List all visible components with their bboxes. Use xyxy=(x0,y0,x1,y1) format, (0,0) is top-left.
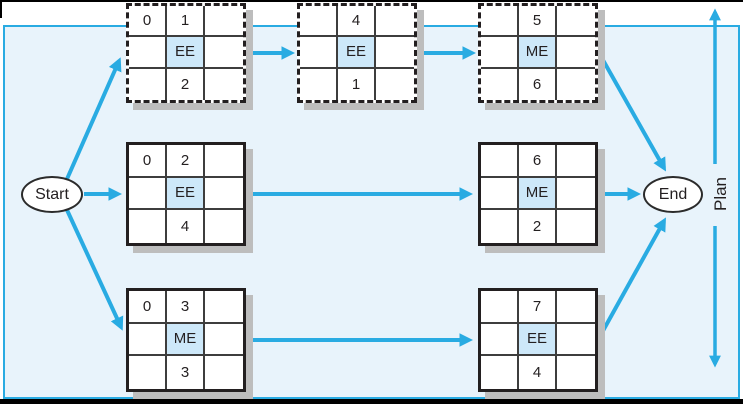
cell-empty xyxy=(300,68,338,100)
activity-box-plan-a2: 4 EE 1 xyxy=(297,3,417,103)
arrow-start-to-plan-a1 xyxy=(65,57,122,180)
cell-empty xyxy=(205,145,243,178)
cell-bottom-mid: 2 xyxy=(519,210,557,243)
cell-empty xyxy=(557,177,595,211)
activity-box-plan-a1: 0 1 EE 2 xyxy=(126,3,246,103)
cell-empty xyxy=(481,37,519,69)
cell-empty xyxy=(481,177,519,211)
cell-top-mid: 7 xyxy=(519,291,557,324)
cell-top-mid: 4 xyxy=(338,6,376,38)
cell-bottom-mid: 3 xyxy=(167,356,205,389)
cell-empty xyxy=(205,323,243,357)
cell-empty xyxy=(205,68,243,100)
cell-bottom-mid: 4 xyxy=(519,356,557,389)
cell-center-label: EE xyxy=(167,37,205,69)
cell-top-left xyxy=(481,6,519,38)
cell-empty xyxy=(557,68,595,100)
cell-empty xyxy=(557,323,595,357)
cell-empty xyxy=(557,210,595,243)
page-bottom-rule xyxy=(0,399,743,404)
cell-empty xyxy=(129,323,167,357)
activity-box-plan-a3: 5 ME 6 xyxy=(478,3,598,103)
cell-center-label: ME xyxy=(519,177,557,211)
cell-empty xyxy=(205,6,243,38)
cell-empty xyxy=(376,68,414,100)
cell-center-label: EE xyxy=(338,37,376,69)
cell-top-mid: 1 xyxy=(167,6,205,38)
cell-empty xyxy=(205,177,243,211)
cell-top-mid: 3 xyxy=(167,291,205,324)
cell-empty xyxy=(300,37,338,69)
cell-center-label: ME xyxy=(519,37,557,69)
cell-empty xyxy=(205,356,243,389)
cell-empty xyxy=(376,6,414,38)
cell-empty xyxy=(129,68,167,100)
cell-bottom-mid: 2 xyxy=(167,68,205,100)
cell-center-label: ME xyxy=(167,323,205,357)
arrow-start-to-path-c1 xyxy=(65,209,124,331)
cell-top-mid: 2 xyxy=(167,145,205,178)
cell-empty xyxy=(129,356,167,389)
cell-empty xyxy=(376,37,414,69)
activity-box-path-c2: 7 EE 4 xyxy=(478,288,598,392)
cell-empty xyxy=(205,37,243,69)
cell-top-left xyxy=(481,291,519,324)
cell-top-left xyxy=(481,145,519,178)
page-top-rule xyxy=(0,0,743,2)
cell-top-mid: 5 xyxy=(519,6,557,38)
cell-top-mid: 6 xyxy=(519,145,557,178)
cell-center-label: EE xyxy=(167,177,205,211)
cell-empty xyxy=(205,291,243,324)
cell-empty xyxy=(557,37,595,69)
activity-box-path-c1: 0 3 ME 3 xyxy=(126,288,246,392)
plan-span-label: Plan xyxy=(711,176,730,212)
activity-box-path-b2: 6 ME 2 xyxy=(478,142,598,246)
start-node: Start xyxy=(21,176,83,213)
cell-bottom-mid: 1 xyxy=(338,68,376,100)
cell-top-left: 0 xyxy=(129,6,167,38)
cell-bottom-mid: 4 xyxy=(167,210,205,243)
cell-empty xyxy=(481,210,519,243)
arrow-path-c2-to-end xyxy=(597,217,666,339)
cell-center-label: EE xyxy=(519,323,557,357)
cell-empty xyxy=(557,291,595,324)
page-left-tick xyxy=(0,0,2,18)
cell-empty xyxy=(129,210,167,243)
cell-bottom-mid: 6 xyxy=(519,68,557,100)
end-node: End xyxy=(643,176,703,213)
cell-empty xyxy=(129,37,167,69)
cell-empty xyxy=(129,177,167,211)
cell-empty xyxy=(557,6,595,38)
cell-top-left: 0 xyxy=(129,145,167,178)
cell-empty xyxy=(481,323,519,357)
cell-top-left xyxy=(300,6,338,38)
cell-empty xyxy=(557,145,595,178)
cell-empty xyxy=(481,356,519,389)
activity-box-path-b1: 0 2 EE 4 xyxy=(126,142,246,246)
cell-empty xyxy=(557,356,595,389)
arrow-plan-a3-to-end xyxy=(597,52,667,172)
cell-empty xyxy=(481,68,519,100)
cell-empty xyxy=(205,210,243,243)
cell-top-left: 0 xyxy=(129,291,167,324)
